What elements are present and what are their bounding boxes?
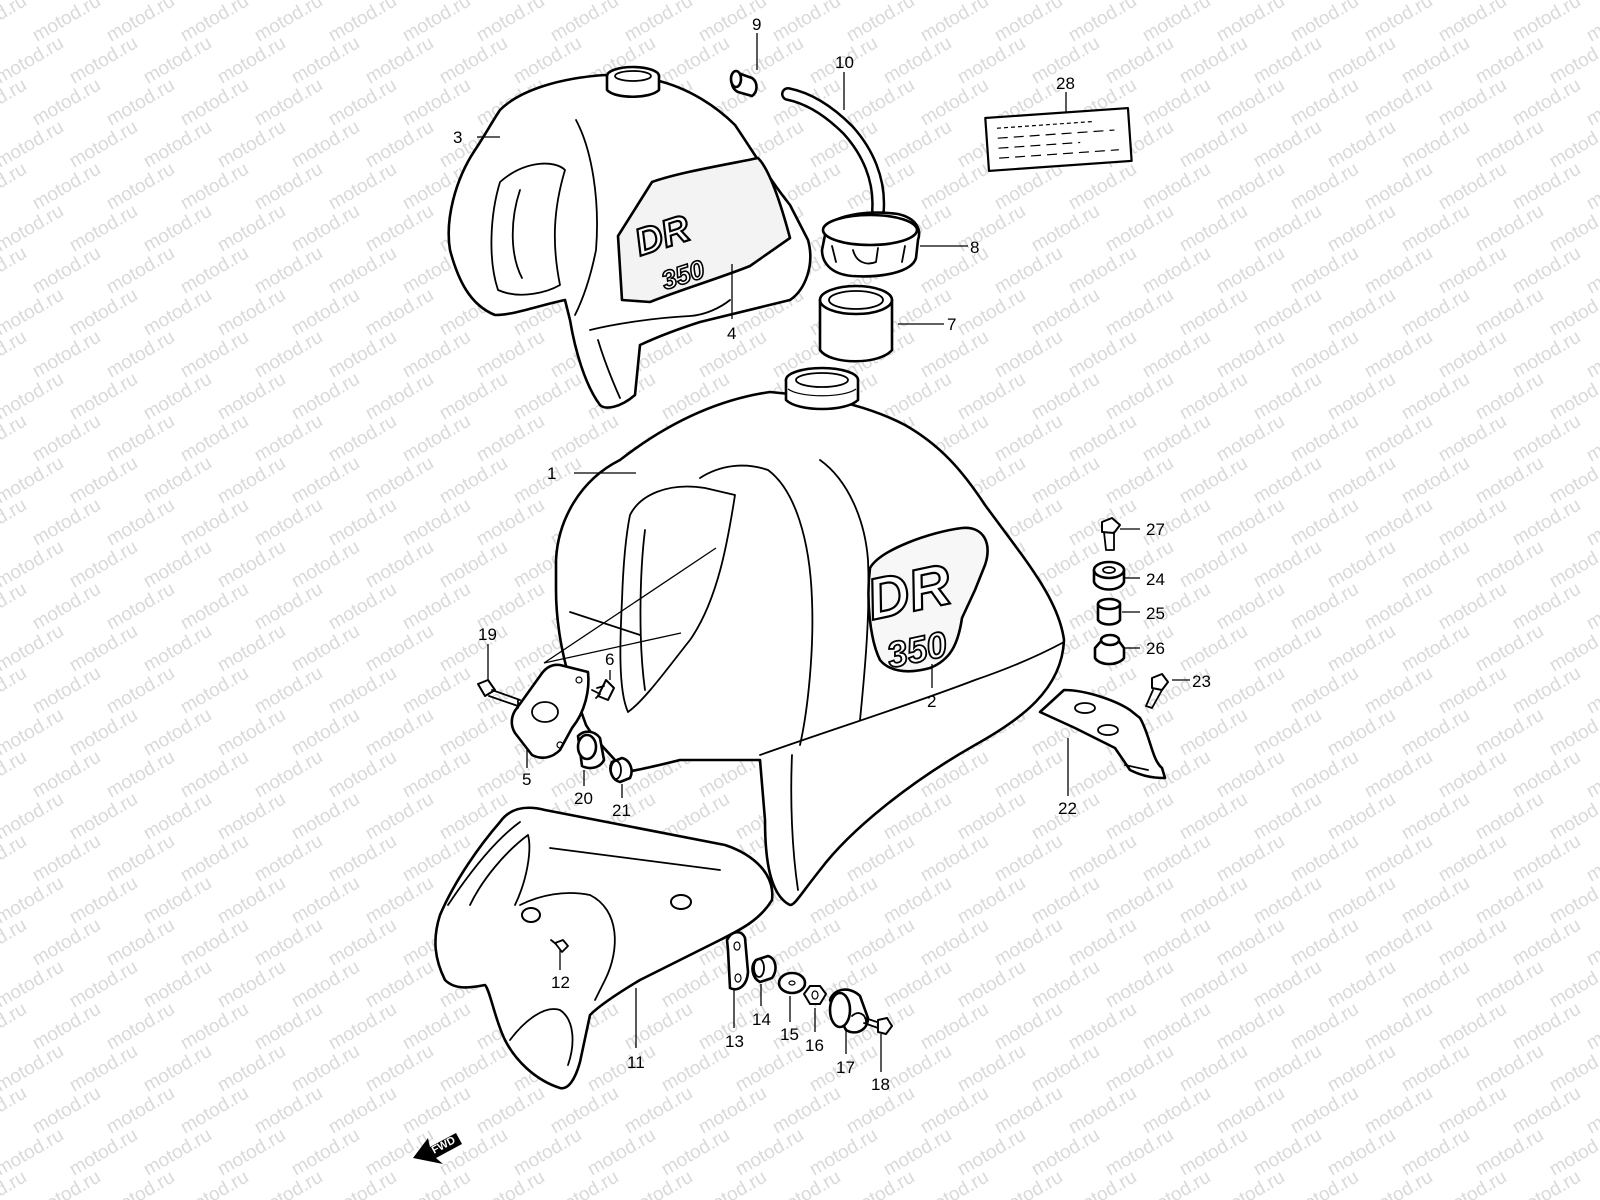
callout-3: 3: [453, 128, 462, 147]
collar-14: [751, 954, 777, 984]
cushion-26: [1093, 633, 1126, 666]
upper-tank-decal: DR 350: [616, 156, 792, 304]
heat-shield: [434, 806, 774, 1090]
callout-18: 18: [871, 1075, 890, 1094]
callout-16: 16: [805, 1036, 824, 1055]
callout-7: 7: [947, 315, 956, 334]
callout-9: 9: [752, 15, 761, 34]
bolt-18: [863, 1017, 893, 1035]
front-bracket: [510, 663, 590, 760]
callout-6: 6: [605, 650, 614, 669]
collar-21: [609, 756, 633, 784]
clamp-13: [725, 930, 750, 991]
callout-19: 19: [478, 625, 497, 644]
callout-10: 10: [835, 53, 854, 72]
breather-hose: [781, 87, 886, 217]
callout-numbers: 1 2 3 4 5 6 7 8 9 10 11 12 13 14 15 16 1…: [453, 15, 1211, 1094]
callout-12: 12: [551, 973, 570, 992]
callout-22: 22: [1058, 799, 1077, 818]
cushion-20: [576, 730, 606, 770]
callout-5: 5: [522, 770, 531, 789]
vent-cap: [729, 69, 758, 98]
callout-25: 25: [1146, 604, 1165, 623]
callout-26: 26: [1146, 639, 1165, 658]
callout-13: 13: [725, 1032, 744, 1051]
washer-15: [777, 971, 807, 995]
callout-28: 28: [1056, 74, 1075, 93]
callout-20: 20: [574, 789, 593, 808]
callout-23: 23: [1192, 672, 1211, 691]
bolt-6: [591, 679, 615, 701]
callout-21: 21: [612, 801, 631, 820]
leader-lines: [477, 33, 1190, 1072]
main-fuel-tank: [554, 366, 1066, 907]
caution-label: [984, 106, 1133, 172]
forward-marker: FWD: [413, 1133, 462, 1164]
callout-1: 1: [547, 464, 556, 483]
cushion-17: [828, 988, 870, 1034]
bolt-27: [1101, 517, 1121, 551]
callout-14: 14: [752, 1010, 771, 1029]
callout-4: 4: [727, 324, 736, 343]
callout-27: 27: [1146, 520, 1165, 539]
bolt-23: [1145, 673, 1169, 709]
cushion-24: [1092, 560, 1126, 591]
screw-12: [550, 939, 569, 953]
callout-15: 15: [780, 1025, 799, 1044]
rear-bracket: [1038, 688, 1167, 780]
bolt-19: [477, 679, 521, 709]
filler-ring: [818, 284, 894, 363]
callout-17: 17: [836, 1058, 855, 1077]
callout-11: 11: [627, 1053, 645, 1072]
callout-24: 24: [1146, 570, 1165, 589]
callout-8: 8: [970, 238, 979, 257]
fuel-cap: [820, 211, 921, 278]
nut-16: [803, 985, 827, 1005]
callout-2: 2: [927, 692, 936, 711]
collar-25: [1096, 597, 1122, 626]
